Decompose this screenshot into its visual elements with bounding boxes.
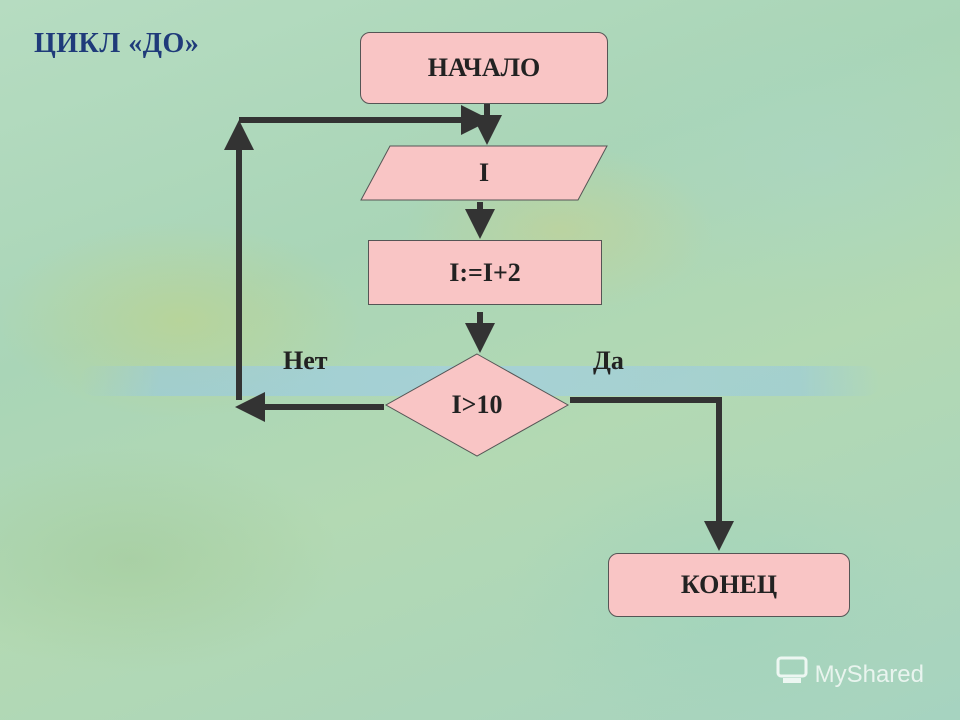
branch-yes-label: Да [593,346,624,375]
watermark-text: MyShared [814,660,924,688]
branch-no-label: Нет [283,346,328,375]
condition-node-label: I>10 [451,390,503,419]
slide-title: ЦИКЛ «ДО» [34,28,200,59]
start-node [360,32,608,104]
end-node-label: КОНЕЦ [680,570,778,599]
condition-node [384,353,570,457]
process-node [368,240,602,305]
watermark-logo-icon [775,656,809,693]
end-node [608,553,850,617]
process-node-label: I:=I+2 [449,257,521,287]
start-node-label: НАЧАЛО [427,53,541,82]
watermark: MyShared [775,656,924,693]
arrow-yes-to-end [570,397,734,551]
input-node-label: I [478,158,490,187]
input-node [360,145,608,201]
